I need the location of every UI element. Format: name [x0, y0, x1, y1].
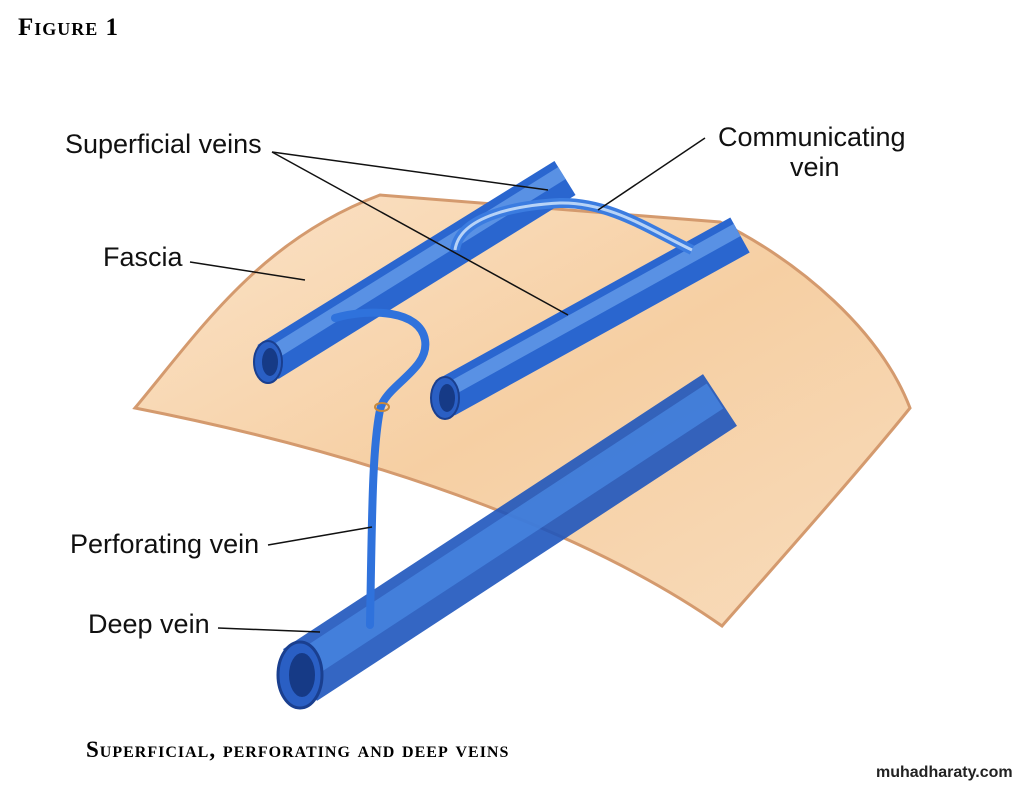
leader-communicating — [597, 137, 706, 211]
figure-caption: Superficial, perforating and deep veins — [86, 737, 510, 762]
leader-perforating — [267, 526, 373, 546]
superficial-vein-2 — [430, 217, 750, 420]
label-superficial-veins: Superficial veins — [65, 129, 262, 159]
leader-superficial-1 — [271, 151, 549, 191]
figure-label: Figure 1 — [18, 14, 120, 41]
watermark: muhadharaty.com — [876, 764, 1013, 781]
label-communicating-line2: vein — [790, 152, 840, 182]
label-perforating-vein: Perforating vein — [70, 529, 260, 559]
perforating-vein — [331, 308, 430, 629]
leader-lines — [189, 137, 706, 633]
leader-deep — [217, 627, 321, 633]
label-fascia: Fascia — [103, 242, 183, 272]
label-deep-vein: Deep vein — [88, 609, 210, 639]
label-communicating-line1: Communicating — [718, 122, 906, 152]
fascia-perforation-ring — [374, 402, 390, 412]
leader-superficial-2 — [271, 151, 569, 316]
communicating-vein-highlight — [453, 201, 693, 252]
leader-fascia — [189, 261, 306, 281]
